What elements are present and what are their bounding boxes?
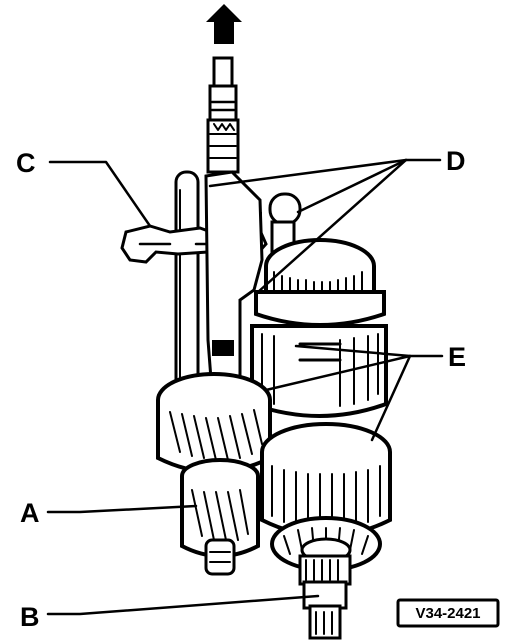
callout-b: B — [20, 602, 40, 632]
input-shaft — [206, 56, 240, 174]
callout-e: E — [448, 342, 466, 372]
layshaft-gear-cluster — [156, 372, 272, 576]
output-gear-assembly — [260, 422, 392, 572]
arrow-up-icon — [206, 4, 242, 44]
synchro-assembly-upper — [250, 238, 388, 418]
reference-code: V34-2421 — [415, 605, 480, 622]
leader-lines — [46, 158, 444, 616]
callout-c: C — [16, 148, 36, 178]
output-shaft — [298, 554, 352, 640]
callout-d: D — [446, 146, 466, 176]
callout-a: A — [20, 498, 40, 528]
reference-box: V34-2421 — [396, 598, 500, 628]
